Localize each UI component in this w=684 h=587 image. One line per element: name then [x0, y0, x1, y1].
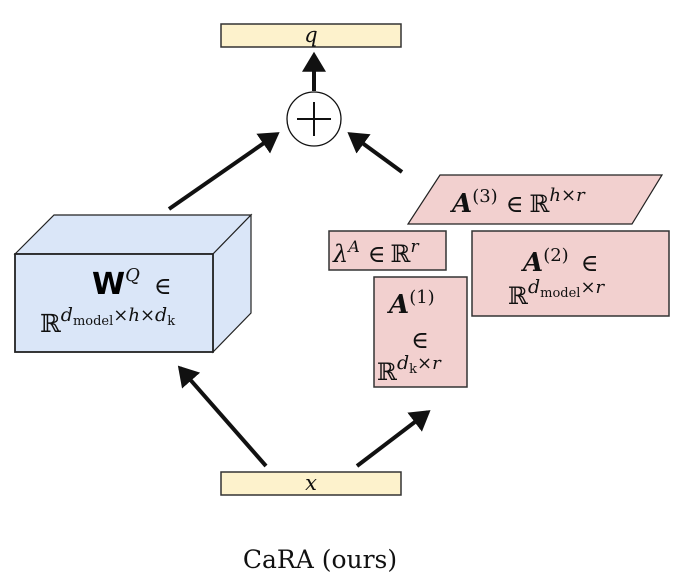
adapter-lambda: λA∈ℝr	[328, 230, 447, 271]
a1-label: A(1)	[386, 287, 435, 320]
cube-front-face	[14, 253, 214, 353]
weight-space: ℝdmodel×h×dk	[40, 304, 175, 338]
adapter-a2: A(2)∈ ℝdmodel×r	[471, 230, 670, 317]
adapter-a3: A(3)∈ℝh×r	[406, 174, 664, 225]
a3-label: A(3)∈ℝh×r	[449, 185, 586, 219]
a1-in: ∈	[411, 326, 429, 354]
caption: CaRA (ours)	[243, 545, 397, 574]
arrow-adapter-to-sum	[347, 132, 404, 174]
cube-top-face	[13, 214, 253, 255]
a2-label: A(2)∈	[520, 245, 598, 278]
input-x-label: x	[305, 471, 317, 495]
a1-space: ℝdk×r	[377, 352, 442, 386]
output-q-label: q	[304, 23, 317, 47]
weight-cube: WQ∈ ℝdmodel×h×dk	[13, 213, 253, 354]
sum-node	[286, 91, 342, 147]
adapter-a1: A(1) ∈ ℝdk×r	[373, 276, 468, 388]
arrow-input-to-weight	[177, 365, 268, 468]
lambda-label: λA∈ℝr	[332, 237, 420, 268]
weight-label: WQ∈	[92, 265, 172, 302]
a2-space: ℝdmodel×r	[508, 276, 606, 310]
output-q-box: q	[220, 23, 402, 48]
arrow-weight-to-sum	[167, 132, 280, 211]
arrow-input-to-adapter	[355, 410, 431, 468]
input-x-box: x	[220, 471, 402, 496]
